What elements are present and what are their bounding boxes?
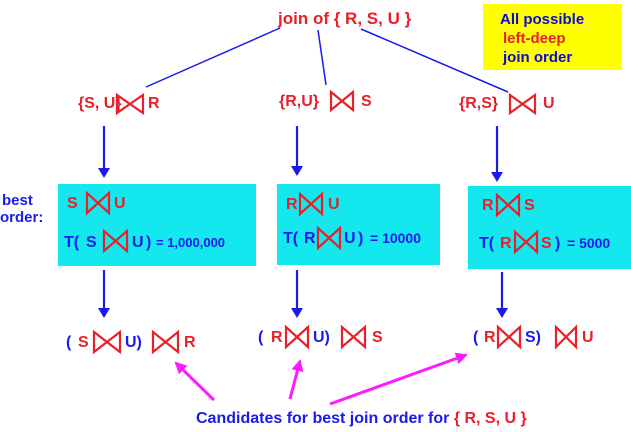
tree-line-right: [360, 28, 509, 93]
candidate-inner-right: U): [313, 329, 330, 346]
note-background: [483, 4, 622, 70]
candidate-outer: R: [184, 334, 196, 351]
join-icon: [329, 89, 355, 113]
box-join-left: S: [67, 195, 78, 212]
box-cost-value: = 10000: [370, 230, 421, 246]
box-cost-left: S: [86, 234, 97, 251]
title-prefix: join of: [277, 9, 334, 28]
footer: Candidates for best join order for { R, …: [196, 410, 527, 427]
note-line-3: join order: [502, 49, 572, 66]
level1-middle-relation: S: [361, 93, 372, 110]
candidate-arrows: [174, 352, 468, 406]
candidate-inner-right: S): [525, 329, 541, 346]
box-cost-value: = 5000: [567, 235, 610, 251]
join-icon: [513, 229, 539, 255]
box-background: [468, 186, 631, 269]
note-line-2: left-deep: [503, 30, 566, 47]
join-icon: [495, 192, 521, 218]
candidate-su-r: ( S U) R: [66, 329, 196, 355]
join-icon: [115, 92, 145, 116]
arrows-to-boxes: [98, 126, 503, 182]
tree-line-middle: [317, 29, 327, 86]
level1-left-set: {S, U}: [78, 95, 122, 112]
candidate-inner-left: R: [484, 329, 496, 346]
arrows-to-candidates: [98, 270, 508, 318]
join-icon: [85, 190, 111, 216]
box-cost-value: = 1,000,000: [156, 235, 225, 250]
candidate-open: (: [473, 329, 479, 346]
box-r-join-u: R U T( R U ) = 10000: [277, 184, 440, 265]
note-line-1: All possible: [500, 11, 584, 28]
title-set: { R, S, U }: [334, 9, 412, 28]
box-join-left: R: [286, 196, 298, 213]
level1-middle-set: {R,U}: [279, 93, 319, 110]
box-cost-right: S: [541, 235, 552, 252]
join-icon: [316, 225, 342, 251]
level1-right-relation: U: [543, 95, 555, 112]
candidate-rs-u: ( R S) U: [473, 324, 594, 350]
candidate-outer: U: [582, 329, 594, 346]
box-join-left: R: [482, 197, 494, 214]
candidate-inner-right: U): [125, 334, 142, 351]
box-cost-close: ): [358, 230, 363, 247]
box-join-right: U: [114, 195, 126, 212]
box-cost-close: ): [555, 235, 560, 252]
box-cost-prefix: T(: [479, 235, 495, 252]
candidate-arrow-middle: [288, 359, 304, 400]
join-icon: [284, 324, 310, 350]
note-box: All possible left-deep join order: [483, 4, 622, 70]
level1-right-set: {R,S}: [459, 95, 498, 112]
box-cost-right: U: [132, 234, 144, 251]
join-icon: [554, 324, 578, 350]
box-r-join-s: R S T( R S ) = 5000: [468, 186, 631, 269]
box-cost-prefix: T(: [64, 234, 80, 251]
box-cost-right: U: [344, 230, 356, 247]
footer-prefix: Candidates for best join order for: [196, 410, 454, 427]
join-icon: [298, 191, 324, 217]
candidate-outer: S: [372, 329, 383, 346]
footer-set: { R, S, U }: [454, 410, 527, 427]
join-icon: [496, 324, 522, 350]
join-icon: [508, 92, 537, 116]
best-label-line-2: order:: [0, 209, 43, 226]
candidate-open: (: [258, 329, 264, 346]
box-s-join-u: S U T( S U ) = 1,000,000: [58, 184, 256, 266]
box-join-right: U: [328, 196, 340, 213]
box-cost-close: ): [146, 234, 151, 251]
join-icon: [92, 329, 122, 355]
box-join-right: S: [524, 197, 535, 214]
box-cost-prefix: T(: [283, 230, 299, 247]
join-icon: [102, 228, 129, 254]
candidate-open: (: [66, 334, 72, 351]
title: join of { R, S, U }: [277, 9, 412, 28]
candidate-arrow-right: [329, 352, 468, 406]
tree-lines: [145, 27, 509, 93]
candidate-arrow-left: [174, 361, 216, 402]
best-label-line-1: best: [2, 192, 33, 209]
box-cost-left: R: [500, 235, 512, 252]
tree-line-left: [145, 27, 281, 88]
candidate-inner-left: R: [271, 329, 283, 346]
join-icon: [151, 329, 180, 355]
level1-left-relation: R: [148, 95, 160, 112]
candidate-inner-left: S: [78, 334, 89, 351]
join-icon: [340, 324, 367, 350]
box-cost-left: R: [304, 230, 316, 247]
candidate-ru-s: ( R U) S: [258, 324, 383, 350]
